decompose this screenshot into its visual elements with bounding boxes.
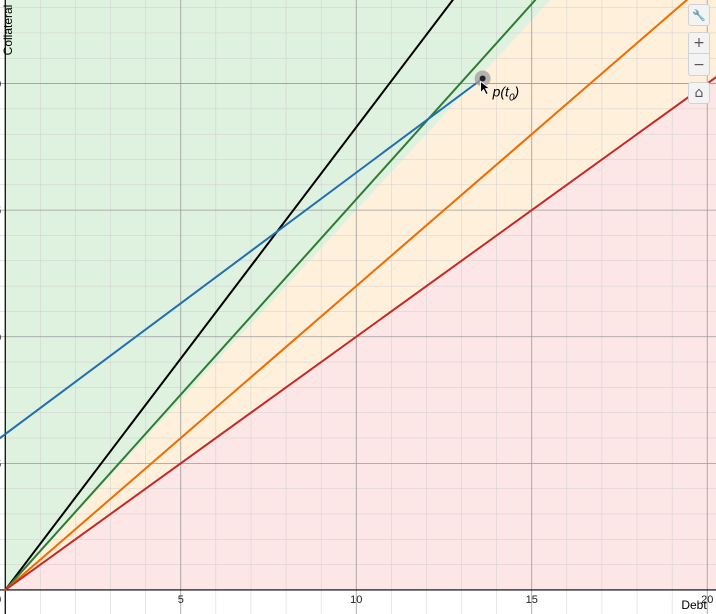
x-axis-title: Debt (681, 598, 707, 612)
y-tick-label: 5 (0, 458, 1, 470)
point-label-subscript: 0 (509, 92, 515, 103)
cursor-arrow-icon (480, 80, 491, 96)
point-label: p(t0) (492, 83, 520, 103)
series-line-1 (4, 0, 537, 591)
x-tick-label: 15 (526, 594, 538, 606)
origin-label: 0 (0, 594, 1, 606)
series-line-4 (0, 77, 484, 440)
series-line-0 (4, 0, 454, 591)
x-tick-label: 10 (350, 594, 362, 606)
point-label-close: ) (513, 83, 520, 99)
y-tick-label: 15 (0, 205, 1, 217)
shaded-regions (5, 0, 716, 590)
point-marker[interactable] (479, 75, 486, 82)
y-axis-title: Collateral (1, 5, 15, 56)
series-line-3 (4, 76, 716, 591)
zoom-in-button[interactable]: + (688, 32, 710, 54)
series-lines (0, 0, 716, 591)
graph-toolbar: 🔧 + − ⌂ (688, 4, 710, 104)
x-tick-label: 5 (178, 594, 184, 606)
home-icon[interactable]: ⌂ (688, 82, 710, 104)
y-tick-label: 10 (0, 332, 1, 344)
point-p-t0[interactable]: p(t0) (474, 70, 520, 103)
tick-labels: 5 10 15 20 5 10 15 20 0 (0, 79, 713, 606)
point-label-main: p(t (492, 83, 510, 99)
region-1 (5, 0, 716, 590)
settings-wrench-icon[interactable]: 🔧 (688, 4, 710, 26)
x-tick-label: 20 (701, 594, 713, 606)
zoom-out-button[interactable]: − (688, 54, 710, 76)
region-0 (5, 0, 716, 590)
series-line-2 (4, 0, 689, 591)
y-tick-label: 20 (0, 79, 1, 91)
